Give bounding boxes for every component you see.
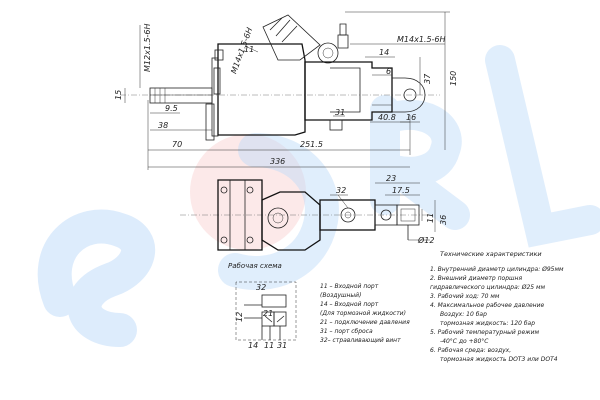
dim-6: 6 xyxy=(386,67,391,76)
working-scheme: Рабочая схема 32 21 12 14 11 31 xyxy=(228,262,297,350)
legend-14-a: 14 – Входной порт xyxy=(320,301,379,308)
flange-plate xyxy=(211,57,219,137)
dim-23: 23 xyxy=(386,174,396,183)
legend-31: 31 – порт сброса xyxy=(320,328,373,335)
scheme-port-14: 14 xyxy=(248,341,258,350)
dim-11: 11 xyxy=(426,213,435,223)
spec-4-a: 4. Максимальное рабочее давление xyxy=(430,302,544,309)
valve-housing xyxy=(261,191,321,251)
dim-336: 336 xyxy=(270,157,285,166)
cylinder-side xyxy=(217,179,263,251)
legend-14-b: (Для тормозной жидкости) xyxy=(320,310,406,317)
scheme-top-block xyxy=(261,294,287,308)
spec-6-b: тормозная жидкость DOT3 или DOT4 xyxy=(440,356,558,363)
top-view: 11 31 xyxy=(120,14,440,141)
scheme-port-12: 12 xyxy=(235,312,244,322)
dim-12: Ø12 xyxy=(417,235,434,245)
clevis-hole xyxy=(403,88,417,102)
dim-37: 37 xyxy=(423,73,432,84)
dim-38: 38 xyxy=(158,121,168,130)
spec-4-b: Воздух: 10 бар xyxy=(440,311,487,318)
callout-31: 31 xyxy=(335,108,345,117)
dim-40-8: 40.8 xyxy=(378,113,396,122)
legend-11-b: (Воздушный) xyxy=(320,292,361,299)
spec-4-c: тормозная жидкость: 120 бар xyxy=(440,320,535,327)
specs-title: Технические характеристики xyxy=(440,250,542,258)
spec-2-b: гидравлического цилиндра: Ø25 мм xyxy=(430,284,546,291)
spec-5-a: 5. Рабочий температурный режим xyxy=(430,329,539,336)
spec-6-a: 6. Рабочая среда: воздух, xyxy=(430,347,511,354)
exhaust-port-31 xyxy=(329,119,343,131)
callout-32: 32 xyxy=(336,186,346,195)
scheme-port-32: 32 xyxy=(256,283,266,292)
legend-21: 21 – подключение давления xyxy=(320,319,410,326)
dim-thread-m12: M12x1.5-6H xyxy=(143,23,152,72)
scheme-port-11: 11 xyxy=(264,341,274,350)
valve-cap xyxy=(317,42,339,64)
push-rod xyxy=(149,87,213,104)
dim-17-5: 17.5 xyxy=(392,186,410,195)
technical-specs: Технические характеристики 1. Внутренний… xyxy=(430,250,564,363)
watermark-s-letter xyxy=(37,209,156,347)
watermark-r-letter xyxy=(370,95,470,230)
dim-14: 14 xyxy=(379,48,389,57)
dim-thread-m14-top: M14x1.5-6H xyxy=(397,35,446,44)
port-legend: 11 – Входной порт (Воздушный) 14 – Входн… xyxy=(320,283,410,344)
cylinder-body xyxy=(217,43,306,136)
valve-cap-front xyxy=(267,207,289,229)
scheme-port-21: 21 xyxy=(263,309,273,318)
bottom-view: 32 xyxy=(180,179,430,251)
bleed-nipple xyxy=(337,34,349,49)
dim-150: 150 xyxy=(449,71,458,86)
scheme-port-31: 31 xyxy=(277,341,287,350)
dim-15: 15 xyxy=(114,90,123,100)
spec-5-b: -40°C до +80°C xyxy=(440,338,489,345)
watermark-l-letter xyxy=(485,45,600,248)
dim-9-5: 9.5 xyxy=(165,104,178,113)
scheme-caption: Рабочая схема xyxy=(228,262,282,270)
spec-2-a: 2. Внешний диаметр поршня xyxy=(430,275,522,282)
dim-16: 16 xyxy=(406,113,416,122)
air-inlet-valve xyxy=(262,14,349,64)
legend-32: 32– стравливающий винт xyxy=(320,337,401,344)
flange-stud xyxy=(205,103,215,141)
dim-251-5: 251.5 xyxy=(300,140,323,149)
bottom-view-dimensions: 23 17.5 11 36 Ø12 xyxy=(375,174,448,245)
spec-1: 1. Внутренний диаметр цилиндра: Ø95мм xyxy=(430,266,564,273)
scheme-border xyxy=(235,281,297,341)
spec-3: 3. Рабочий ход: 70 мм xyxy=(430,293,500,300)
dim-36: 36 xyxy=(439,215,448,225)
legend-11-a: 11 – Входной порт xyxy=(320,283,379,290)
callout-11: 11 xyxy=(244,45,254,54)
dim-70: 70 xyxy=(172,140,182,149)
output-clevis xyxy=(392,77,426,113)
